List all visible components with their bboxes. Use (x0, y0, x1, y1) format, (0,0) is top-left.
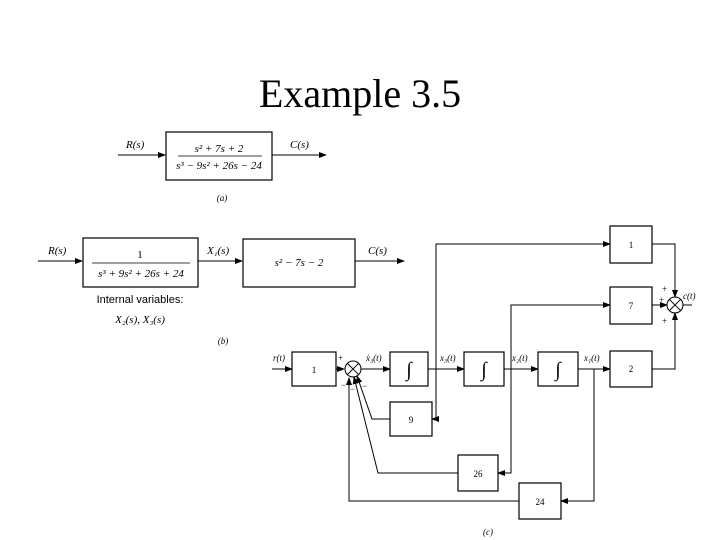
label-c-input: r(t) (273, 353, 285, 363)
wire-x3-to-gain1 (435, 241, 611, 369)
wire-x2-to-gain2 (510, 302, 611, 369)
label-c-gain-out-1: 1 (629, 240, 634, 250)
sign-minus-fb-2: − (362, 381, 367, 391)
label-b-internal-2: X₂(s), X₃(s) (114, 314, 165, 326)
block-c-integrator-2 (463, 351, 505, 387)
wire-x3-to-fb9 (431, 369, 439, 422)
block-b-numerator (242, 238, 356, 288)
label-b-input: R(s) (47, 245, 67, 257)
label-c-gain-fb-24: 24 (536, 497, 546, 507)
label-b-internal-1: Internal variables: (97, 294, 184, 306)
label-c-gain-fb-9: 9 (409, 415, 414, 425)
label-a-input: R(s) (125, 139, 145, 151)
sign-plus-out-2: + (659, 295, 664, 305)
label-a-numerator: s² + 7s + 2 (195, 143, 244, 155)
wire-gain1-to-sum (652, 243, 678, 298)
panel-b: R(s) 1 s³ + 9s² + 26s + 24 X₁(s) s² − 7s… (38, 237, 405, 346)
block-c-integrator-1 (389, 351, 429, 387)
wire-fb9-to-sum (356, 375, 390, 420)
block-c-gain-out-2 (609, 286, 653, 325)
caption-c: (c) (483, 527, 493, 537)
wire-x2-to-fb26 (497, 369, 512, 476)
label-c-gain-out-3: 2 (629, 364, 634, 374)
label-b-block1-den: s³ + 9s² + 26s + 24 (98, 268, 184, 280)
label-a-output: C(s) (290, 139, 309, 151)
block-c-gain-out-3 (609, 350, 653, 388)
label-c-integral-1: ∫ (404, 359, 413, 382)
panel-a: R(s) s² + 7s + 2 s³ − 9s² + 26s − 24 C(s… (118, 131, 327, 203)
panel-c: r(t) 1 + ẋ₃(t) ∫ x₃(t) ∫ x₂(t) ∫ x₁(t) 1… (272, 225, 696, 537)
wire-x1-to-fb24 (560, 369, 595, 504)
label-b-intermediate: X₁(s) (206, 245, 229, 257)
caption-b: (b) (218, 336, 229, 346)
wire-fb24-to-sum (346, 377, 519, 502)
sign-plus-input: + (338, 353, 343, 363)
label-c-x1: x₁(t) (583, 353, 600, 363)
label-c-output: c(t) (683, 291, 696, 301)
caption-a: (a) (217, 193, 228, 203)
label-c-x3: x₃(t) (439, 353, 456, 363)
label-b-block2: s² − 7s − 2 (275, 257, 324, 269)
label-c-x2: x₂(t) (511, 353, 528, 363)
label-c-gain-fb-26: 26 (474, 469, 484, 479)
sign-minus-fb-1: − (350, 384, 355, 394)
label-c-gain-in: 1 (312, 365, 317, 375)
label-c-gain-out-2: 7 (629, 301, 634, 311)
sign-plus-out-3: + (662, 316, 667, 326)
label-b-block1-num: 1 (137, 249, 143, 261)
sign-minus-fb-3: − (341, 380, 346, 390)
slide-title: Example 3.5 (258, 71, 462, 116)
label-c-x3dot: ẋ₃(t) (365, 353, 382, 363)
label-c-integral-3: ∫ (553, 359, 562, 382)
label-a-denominator: s³ − 9s² + 26s − 24 (176, 160, 262, 172)
wire-gain3-to-sum (652, 312, 678, 370)
block-b-denominator (82, 237, 199, 288)
label-c-integral-2: ∫ (479, 359, 488, 382)
wire-fb26-to-sum (352, 376, 458, 474)
block-c-gain-in (291, 351, 337, 387)
sign-plus-out-1: + (662, 284, 667, 294)
label-b-output: C(s) (368, 245, 387, 257)
